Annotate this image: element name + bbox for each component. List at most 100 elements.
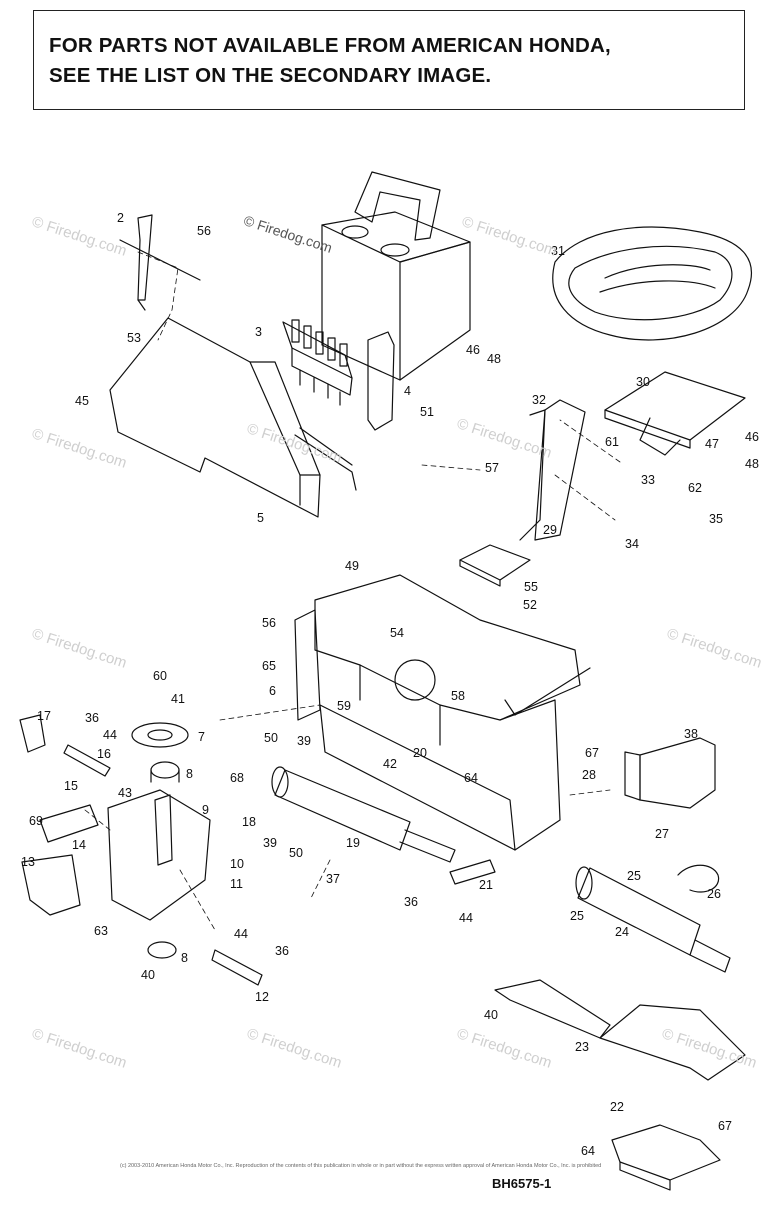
part-label: 44 [234, 927, 248, 941]
part-label: 57 [485, 461, 499, 475]
bushing-17-drawing [19, 714, 46, 753]
part-label: 13 [21, 855, 35, 869]
part-label: 16 [97, 747, 111, 761]
seat-plate-drawing [604, 371, 746, 456]
part-label: 20 [413, 746, 427, 760]
part-label: 50 [264, 731, 278, 745]
part-label: 65 [262, 659, 276, 673]
part-label: 7 [198, 730, 205, 744]
part-label: 39 [263, 836, 277, 850]
part-label: 3 [255, 325, 262, 339]
part-label: 6 [269, 684, 276, 698]
part-label: 8 [181, 951, 188, 965]
part-label: 69 [29, 814, 43, 828]
control-tower-drawing [321, 171, 471, 381]
part-label: 27 [655, 827, 669, 841]
part-label: 46 [466, 343, 480, 357]
part-label: 2 [117, 211, 124, 225]
part-label: 39 [297, 734, 311, 748]
part-label: 22 [610, 1100, 624, 1114]
part-label: 25 [570, 909, 584, 923]
part-label: 26 [707, 887, 721, 901]
part-label: 37 [326, 872, 340, 886]
pin-16-drawing [63, 744, 111, 777]
bracket-2-drawing [137, 214, 153, 301]
hydraulic-cylinder-drawing [271, 766, 456, 863]
part-label: 44 [459, 911, 473, 925]
bracket-4-drawing [367, 331, 395, 431]
pin-21-drawing [449, 859, 496, 885]
part-label: 36 [404, 895, 418, 909]
part-label: 67 [718, 1119, 732, 1133]
part-label: 51 [420, 405, 434, 419]
part-labels-group: 2 56 31 3 53 46 48 4 45 51 32 30 61 46 4… [21, 211, 759, 1158]
parts-notice-box: FOR PARTS NOT AVAILABLE FROM AMERICAN HO… [33, 10, 745, 110]
part-label: 17 [37, 709, 51, 723]
part-label: 36 [85, 711, 99, 725]
part-label: 31 [551, 244, 565, 258]
part-label: 46 [745, 430, 759, 444]
part-label: 5 [257, 511, 264, 525]
part-label: 63 [94, 924, 108, 938]
part-label: 33 [641, 473, 655, 487]
diagram-code: BH6575-1 [492, 1176, 552, 1191]
boom-drawing [494, 979, 746, 1081]
part-label: 19 [346, 836, 360, 850]
pin-12-drawing [211, 949, 263, 986]
part-label: 23 [575, 1040, 589, 1054]
part-label: 14 [72, 838, 86, 852]
part-label: 64 [464, 771, 478, 785]
part-label: 44 [103, 728, 117, 742]
part-label: 53 [127, 331, 141, 345]
notice-line-1: FOR PARTS NOT AVAILABLE FROM AMERICAN HO… [49, 34, 611, 57]
notice-line-2: SEE THE LIST ON THE SECONDARY IMAGE. [49, 64, 492, 87]
part-label: 68 [230, 771, 244, 785]
part-label: 32 [532, 393, 546, 407]
part-label: 61 [605, 435, 619, 449]
part-label: 9 [202, 803, 209, 817]
part-label: 10 [230, 857, 244, 871]
side-plate-drawing [109, 317, 357, 518]
part-label: 50 [289, 846, 303, 860]
part-label: 35 [709, 512, 723, 526]
mount-plate-drawing [639, 737, 716, 809]
part-label: 30 [636, 375, 650, 389]
part-label: 41 [171, 692, 185, 706]
control-valve-drawing [282, 319, 353, 406]
part-label: 56 [262, 616, 276, 630]
part-label: 56 [197, 224, 211, 238]
part-label: 21 [479, 878, 493, 892]
part-label: 25 [627, 869, 641, 883]
part-label: 24 [615, 925, 629, 939]
part-label: 11 [230, 877, 243, 891]
copyright-notice: (c) 2003-2010 American Honda Motor Co., … [120, 1163, 602, 1169]
bracket-13-drawing [21, 854, 81, 916]
part-label: 62 [688, 481, 702, 495]
part-label: 48 [745, 457, 759, 471]
part-label: 38 [684, 727, 698, 741]
part-label: 28 [582, 768, 596, 782]
part-label: 55 [524, 580, 538, 594]
part-label: 45 [75, 394, 89, 408]
part-label: 15 [64, 779, 78, 793]
part-label: 40 [141, 968, 155, 982]
part-label: 52 [523, 598, 537, 612]
part-label: 48 [487, 352, 501, 366]
part-label: 29 [543, 523, 557, 537]
part-label: 49 [345, 559, 359, 573]
part-label: 12 [255, 990, 269, 1004]
part-label: 59 [337, 699, 351, 713]
bracket-22-drawing [611, 1124, 721, 1191]
clamp-drawing [677, 864, 720, 893]
part-label: 64 [581, 1144, 595, 1158]
lift-cylinder-drawing [575, 866, 731, 973]
part-label: 36 [275, 944, 289, 958]
part-label: 42 [383, 757, 397, 771]
part-label: 18 [242, 815, 256, 829]
main-frame-drawing [294, 574, 591, 851]
part-label: 4 [404, 384, 411, 398]
part-label: 47 [705, 437, 719, 451]
part-label: 40 [484, 1008, 498, 1022]
part-label: 60 [153, 669, 167, 683]
